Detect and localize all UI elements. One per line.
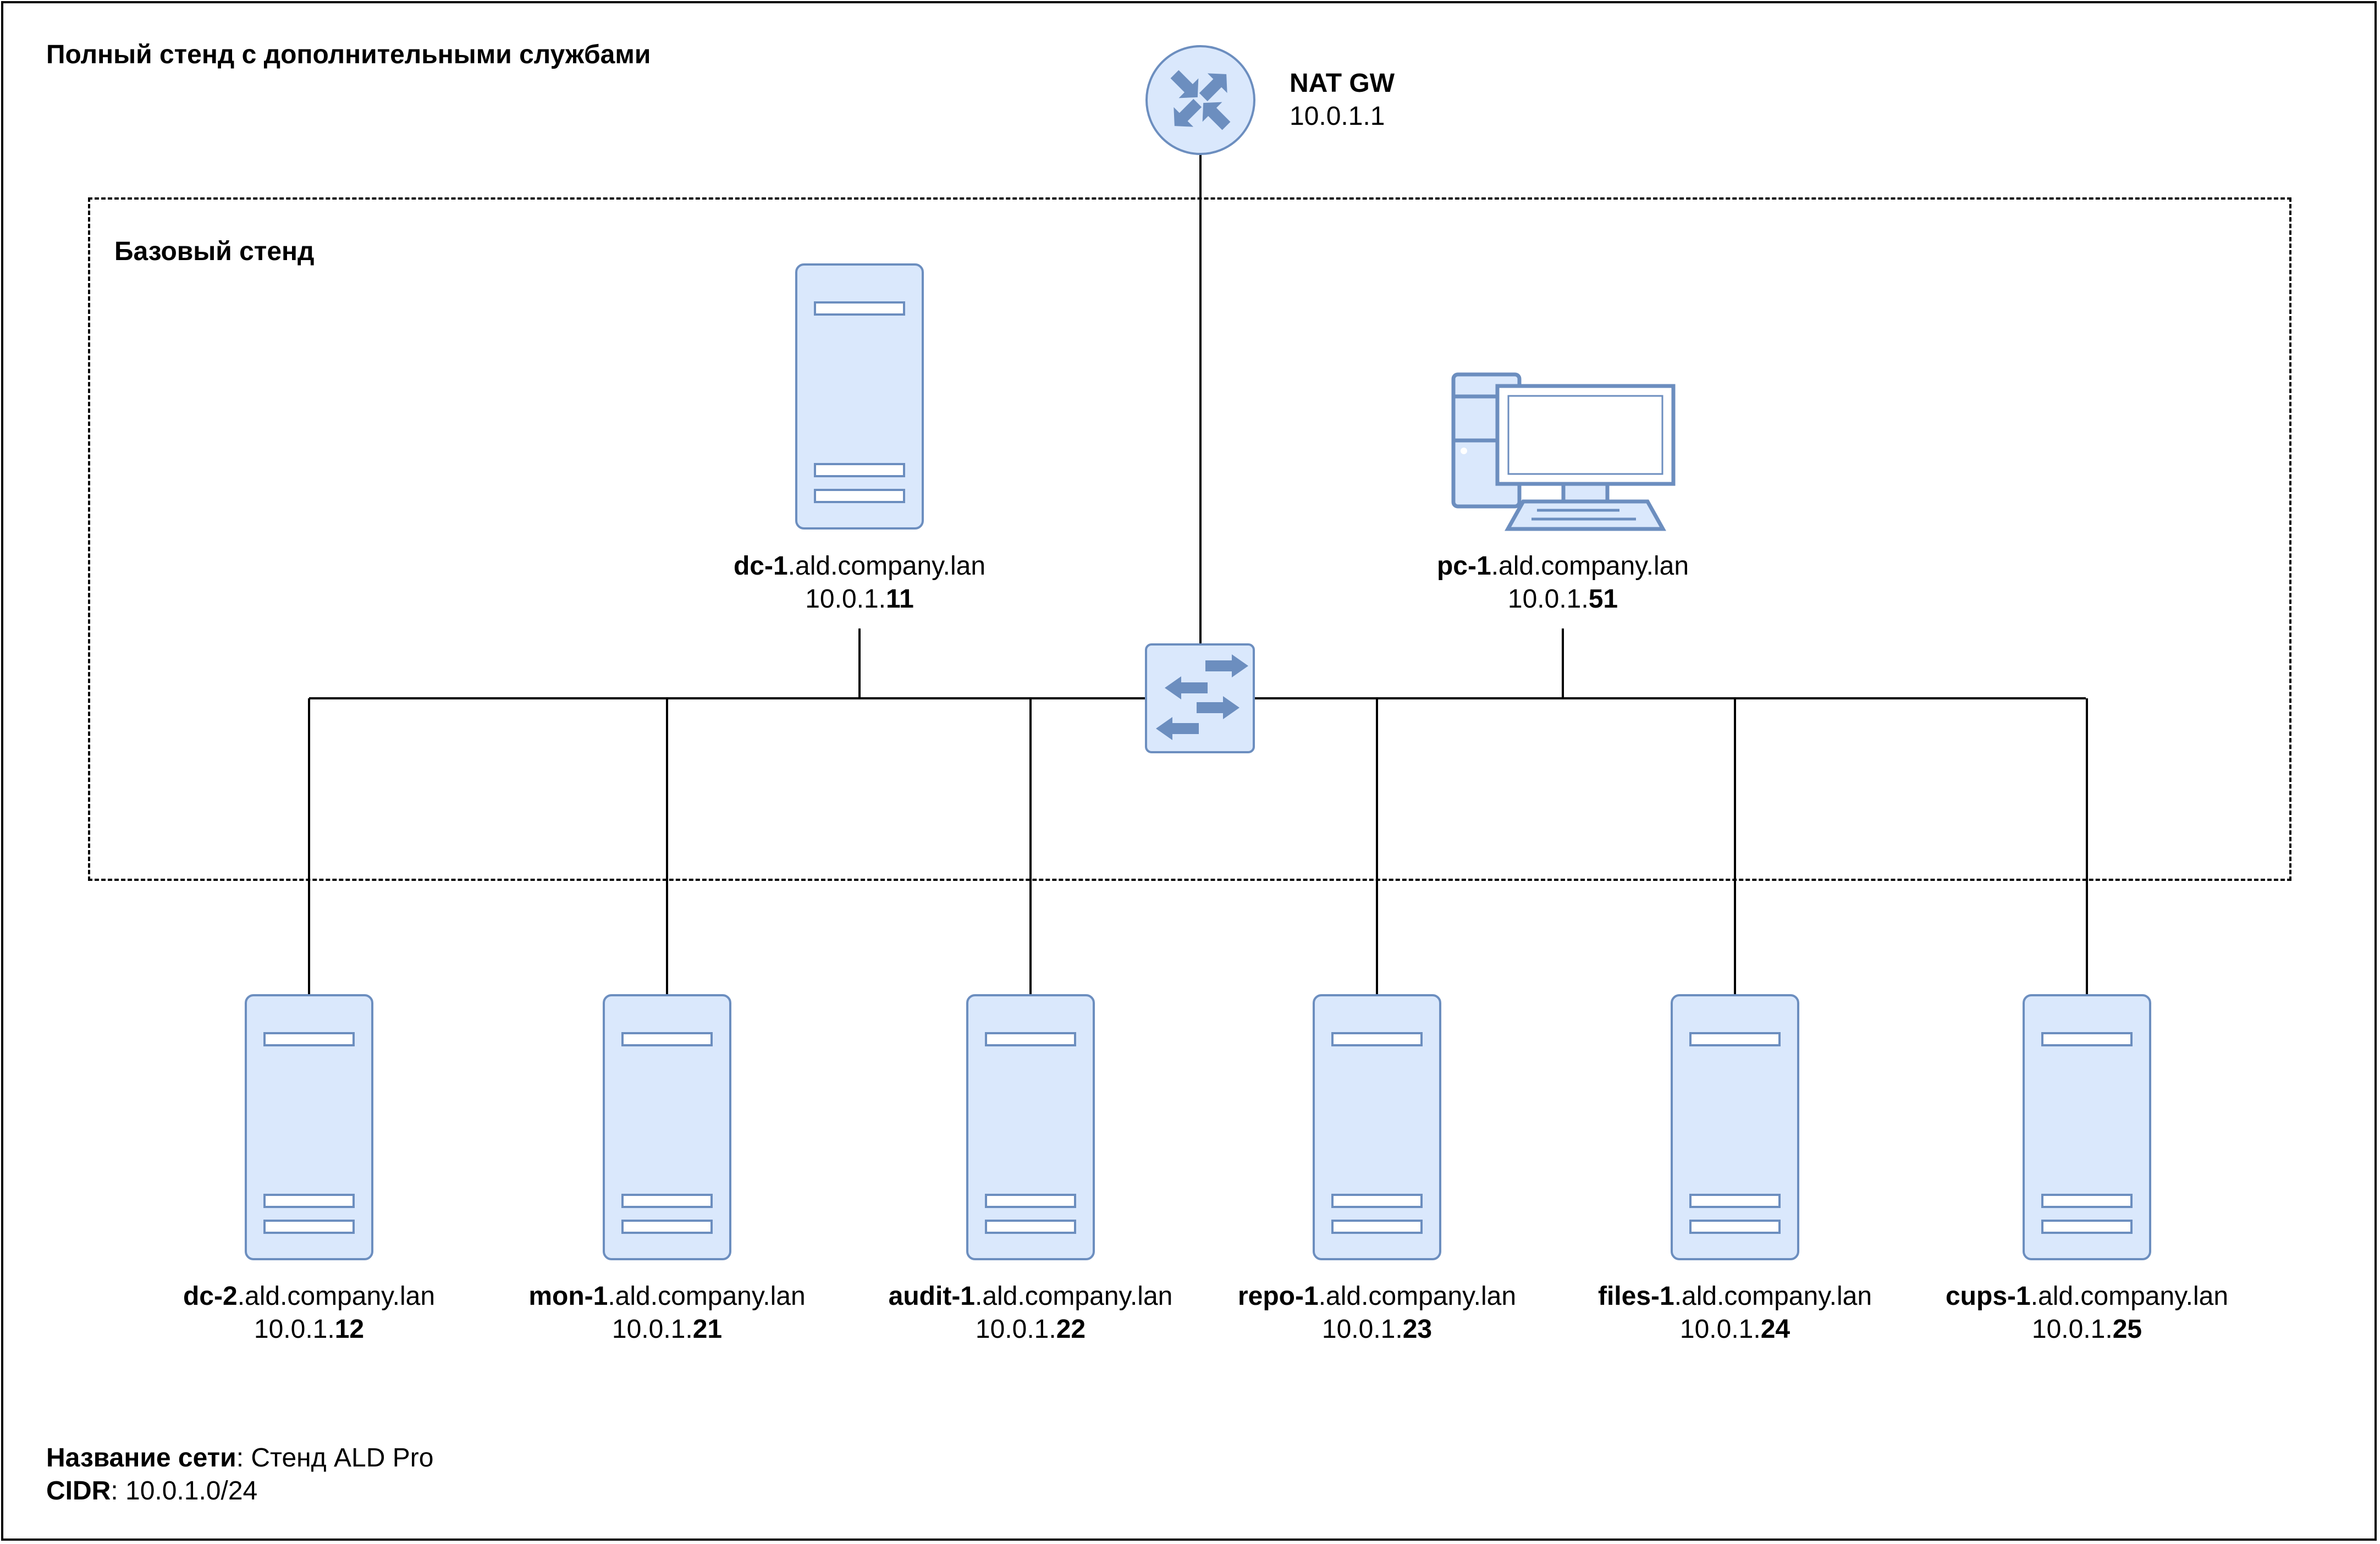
- network-info: Название сети: Стенд ALD Pro CIDR: 10.0.…: [46, 1442, 433, 1508]
- node-domain: .ald.company.lan: [2030, 1282, 2229, 1311]
- node-host: repo-1: [1237, 1282, 1319, 1311]
- node-domain: .ald.company.lan: [1674, 1282, 1872, 1311]
- node-host: mon-1: [528, 1282, 608, 1311]
- diagram-title: Полный стенд с дополнительными службами: [46, 40, 651, 69]
- node-host: audit-1: [888, 1282, 976, 1311]
- node-hostname: files-1.ald.company.lan: [1598, 1280, 1872, 1313]
- network-cidr-value: : 10.0.1.0/24: [111, 1476, 258, 1506]
- node-hostname: dc-2.ald.company.lan: [183, 1280, 435, 1313]
- network-cidr-label: CIDR: [46, 1476, 111, 1506]
- node-ip: 10.0.1.22: [889, 1313, 1173, 1346]
- node-ip: 10.0.1.21: [528, 1313, 805, 1346]
- node-domain: .ald.company.lan: [787, 552, 986, 581]
- node-ip-suffix: 51: [1588, 584, 1618, 614]
- node-ip-prefix: 10.0.1.: [1507, 584, 1589, 614]
- server-icon: [966, 994, 1095, 1260]
- network-cidr-line: CIDR: 10.0.1.0/24: [46, 1475, 433, 1508]
- desktop-pc-icon: [1451, 372, 1676, 531]
- node-ip-suffix: 11: [886, 584, 914, 614]
- node-ip: 10.0.1.24: [1598, 1313, 1872, 1346]
- node-ip: 10.0.1.12: [183, 1313, 435, 1346]
- node-domain: .ald.company.lan: [975, 1282, 1173, 1311]
- server-icon: [795, 263, 924, 530]
- switch-icon: [1145, 643, 1255, 753]
- node-ip-prefix: 10.0.1.: [975, 1315, 1056, 1344]
- node-ip-suffix: 12: [334, 1315, 365, 1344]
- node-hostname: audit-1.ald.company.lan: [889, 1280, 1173, 1313]
- node-host: dc-1: [733, 552, 788, 581]
- node-ip-prefix: 10.0.1.: [254, 1315, 335, 1344]
- node-ip-prefix: 10.0.1.: [1679, 1315, 1761, 1344]
- server-icon: [1671, 994, 1799, 1260]
- network-name-value: : Стенд ALD Pro: [236, 1443, 434, 1473]
- node-ip: 10.0.1.23: [1238, 1313, 1516, 1346]
- node-ip-suffix: 21: [692, 1315, 723, 1344]
- node-ip-suffix: 23: [1402, 1315, 1433, 1344]
- network-name-line: Название сети: Стенд ALD Pro: [46, 1442, 433, 1475]
- node-hostname: cups-1.ald.company.lan: [1946, 1280, 2228, 1313]
- node-hostname: pc-1.ald.company.lan: [1437, 550, 1689, 583]
- node-host: cups-1: [1945, 1282, 2031, 1311]
- node-host: pc-1: [1436, 552, 1491, 581]
- server-icon: [1313, 994, 1441, 1260]
- node-ip: 10.0.1.25: [1946, 1313, 2228, 1346]
- node-ip-suffix: 24: [1760, 1315, 1790, 1344]
- gateway-label: NAT GW 10.0.1.1: [1290, 67, 1395, 133]
- node-hostname: repo-1.ald.company.lan: [1238, 1280, 1516, 1313]
- node-ip-prefix: 10.0.1.: [2031, 1315, 2113, 1344]
- node-ip-suffix: 25: [2112, 1315, 2142, 1344]
- server-icon: [2023, 994, 2151, 1260]
- server-icon: [245, 994, 373, 1260]
- gateway-name: NAT GW: [1290, 69, 1395, 98]
- network-name-label: Название сети: [46, 1443, 236, 1473]
- node-ip-suffix: 22: [1056, 1315, 1086, 1344]
- node-domain: .ald.company.lan: [1491, 552, 1689, 581]
- node-ip-prefix: 10.0.1.: [805, 584, 886, 614]
- node-domain: .ald.company.lan: [608, 1282, 806, 1311]
- node-domain: .ald.company.lan: [237, 1282, 436, 1311]
- node-ip: 10.0.1.11: [734, 583, 985, 616]
- base-stand-group: [88, 197, 2291, 881]
- server-icon: [603, 994, 731, 1260]
- node-hostname: dc-1.ald.company.lan: [734, 550, 985, 583]
- gateway-ip: 10.0.1.1: [1290, 102, 1385, 131]
- node-ip-prefix: 10.0.1.: [611, 1315, 693, 1344]
- router-icon: [1145, 45, 1255, 155]
- node-ip-prefix: 10.0.1.: [1321, 1315, 1403, 1344]
- node-host: files-1: [1597, 1282, 1674, 1311]
- connectors: [308, 153, 2088, 996]
- servers-layer: [245, 263, 2151, 1260]
- group-label: Базовый стенд: [114, 237, 315, 266]
- node-ip: 10.0.1.51: [1437, 583, 1689, 616]
- node-hostname: mon-1.ald.company.lan: [528, 1280, 805, 1313]
- node-domain: .ald.company.lan: [1318, 1282, 1517, 1311]
- node-host: dc-2: [183, 1282, 238, 1311]
